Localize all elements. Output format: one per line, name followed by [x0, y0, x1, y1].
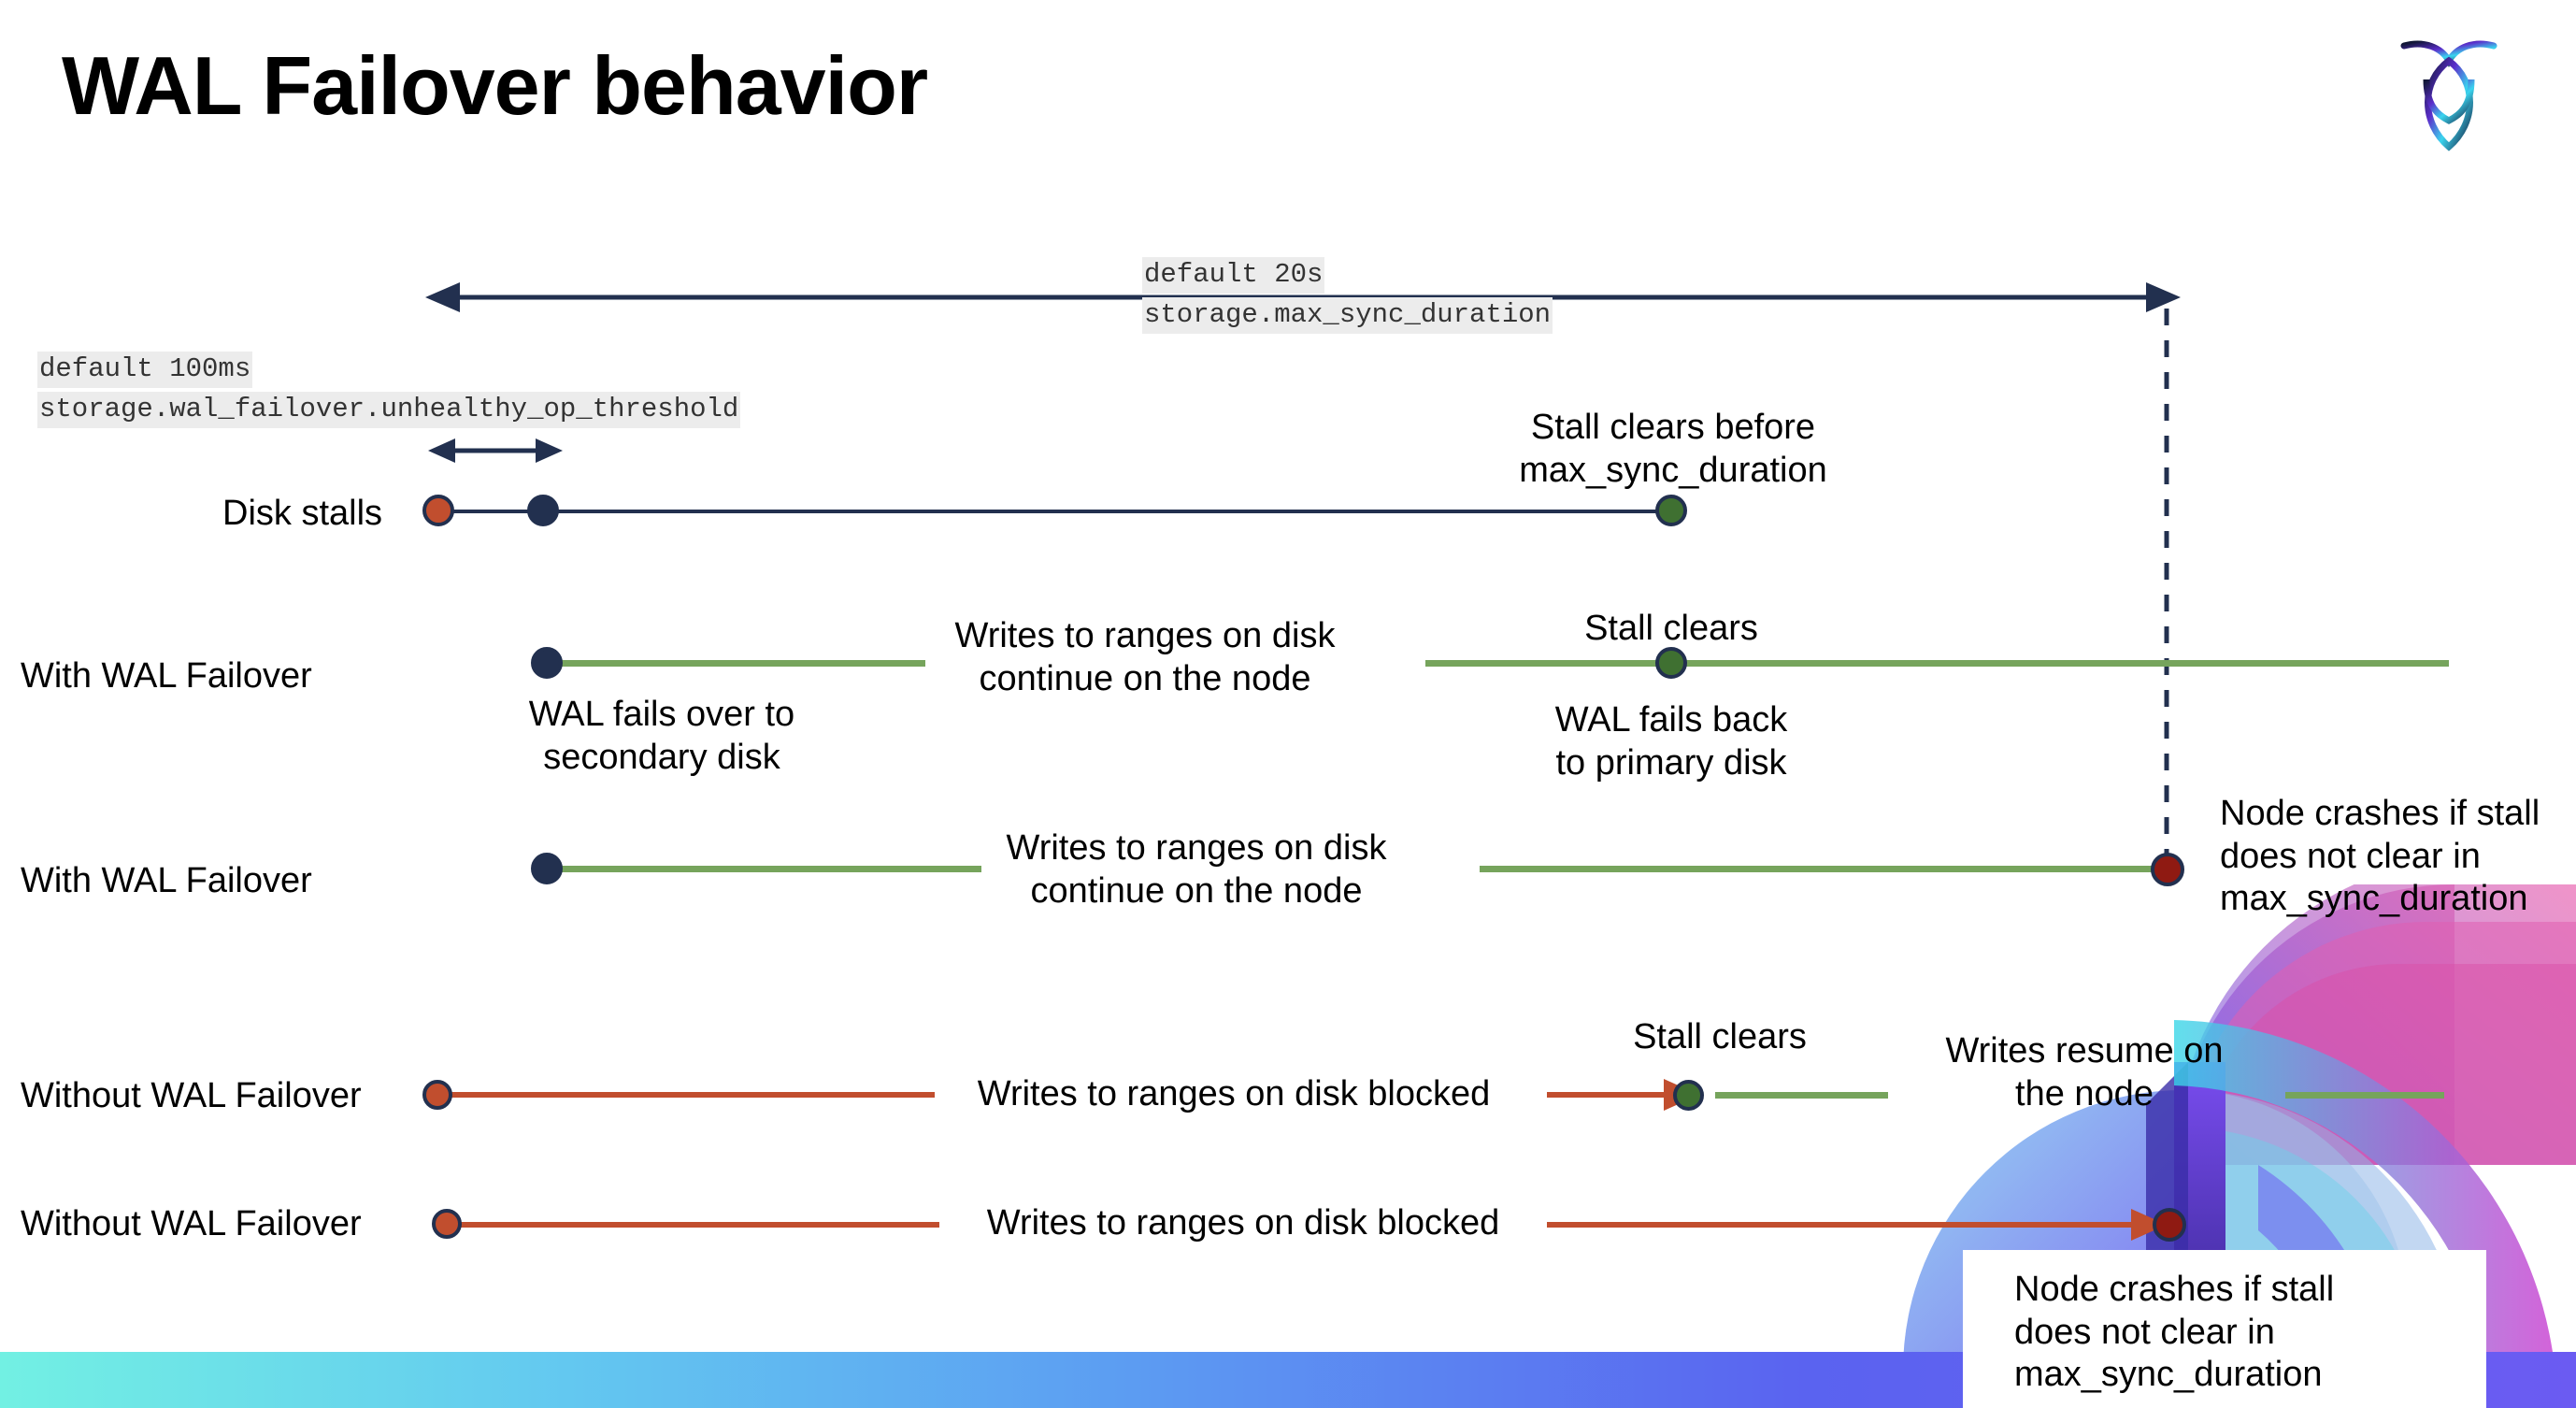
row4-stall-clears-dot	[1673, 1080, 1704, 1111]
node-crashes-2-line2: does not clear in	[2014, 1312, 2275, 1352]
row3-node-crash-dot	[2151, 853, 2184, 886]
unhealthy-op-arrow-head-right	[536, 438, 563, 463]
stall-clears-before-line1: Stall clears before	[1530, 408, 1816, 447]
wal-fails-over-line2: secondary disk	[543, 737, 780, 777]
row5-orange-segment	[449, 1222, 939, 1228]
row4-stall-start-dot	[422, 1080, 452, 1110]
unhealthy-op-default-label: default 100ms	[37, 352, 253, 388]
node-crashes-2-line3: max_sync_duration	[2014, 1355, 2323, 1395]
stall-clears-2-text: Stall clears	[1633, 1017, 1807, 1056]
node-crashes-2-line1: Node crashes if stall	[2014, 1270, 2335, 1309]
unhealthy-op-setting-label: storage.wal_failover.unhealthy_op_thresh…	[37, 392, 741, 428]
row-label-without-wal-failover-1: Without WAL Failover	[21, 1076, 362, 1115]
cockroachdb-logo	[2393, 33, 2505, 154]
stall-clears-1-text: Stall clears	[1584, 609, 1758, 648]
annotation-node-crashes-1: Node crashes if stall does not clear in …	[2220, 793, 2575, 921]
row5-node-crash-dot	[2153, 1208, 2186, 1242]
writes-blocked-2-text: Writes to ranges on disk blocked	[986, 1203, 1500, 1243]
annotation-stall-clears-2: Stall clears	[1580, 1016, 1860, 1059]
node-crashes-1-line3: max_sync_duration	[2220, 879, 2528, 919]
row4-green-segment-1	[1715, 1092, 1888, 1099]
disk-stall-failover-dot	[527, 495, 559, 526]
row2-green-segment-2	[1425, 660, 2449, 667]
annotation-stall-clears-1: Stall clears	[1531, 608, 1811, 651]
row-label-with-wal-failover-1: With WAL Failover	[21, 656, 312, 696]
writes-continue-2-line2: continue on the node	[1030, 870, 1363, 911]
disk-stall-start-dot	[422, 495, 454, 526]
row-label-without-wal-failover-2: Without WAL Failover	[21, 1204, 362, 1243]
unhealthy-op-arrow-head-left	[428, 438, 455, 463]
wal-fails-over-line1: WAL fails over to	[528, 695, 795, 734]
writes-resume-line2: the node	[2015, 1073, 2154, 1113]
stall-clears-before-line2: max_sync_duration	[1519, 450, 1827, 490]
annotation-writes-continue-1: Writes to ranges on disk continue on the…	[935, 615, 1355, 700]
max-sync-arrow-head-right	[2146, 282, 2181, 312]
row2-green-segment-1	[542, 660, 925, 667]
annotation-wal-fails-back: WAL fails back to primary disk	[1522, 699, 1821, 784]
disk-stall-clear-dot	[1655, 495, 1687, 526]
node-crashes-1-line1: Node crashes if stall	[2220, 794, 2540, 833]
row2-failover-dot	[531, 647, 563, 679]
annotation-stall-clears-before: Stall clears before max_sync_duration	[1486, 407, 1860, 492]
annotation-wal-fails-over: WAL fails over to secondary disk	[475, 694, 849, 779]
wal-fails-back-line1: WAL fails back	[1554, 700, 1788, 740]
writes-resume-line1: Writes resume on	[1945, 1031, 2224, 1070]
writes-continue-2-line1: Writes to ranges on disk	[1006, 828, 1387, 868]
row-label-disk-stalls: Disk stalls	[222, 494, 383, 533]
max-sync-setting-label: storage.max_sync_duration	[1142, 297, 1553, 334]
annotation-writes-blocked-1: Writes to ranges on disk blocked	[944, 1073, 1524, 1116]
annotation-writes-continue-2: Writes to ranges on disk continue on the…	[991, 827, 1402, 912]
node-crashes-2-callout-box	[1963, 1250, 2486, 1408]
row4-green-segment-2	[2285, 1092, 2444, 1099]
annotation-writes-resume: Writes resume on the node	[1925, 1030, 2243, 1115]
page-title: WAL Failover behavior	[62, 39, 928, 132]
max-sync-default-label: default 20s	[1142, 257, 1325, 294]
disk-stalls-timeline	[439, 510, 1673, 513]
row5-orange-arrow-head	[2131, 1209, 2167, 1241]
node-crashes-1-line2: does not clear in	[2220, 836, 2481, 876]
wal-fails-back-line2: to primary disk	[1555, 742, 1787, 783]
writes-continue-1-line1: Writes to ranges on disk	[954, 616, 1336, 655]
row3-green-segment-2	[1480, 866, 2168, 872]
row4-orange-segment	[439, 1092, 935, 1098]
row2-stall-clears-dot	[1655, 647, 1687, 679]
writes-blocked-1-text: Writes to ranges on disk blocked	[977, 1074, 1491, 1113]
max-sync-arrow-head-left	[425, 282, 460, 312]
row-label-with-wal-failover-2: With WAL Failover	[21, 861, 312, 900]
annotation-writes-blocked-2: Writes to ranges on disk blocked	[953, 1202, 1533, 1245]
row5-stall-start-dot	[432, 1209, 462, 1239]
annotation-node-crashes-2: Node crashes if stall does not clear in …	[2014, 1269, 2388, 1397]
writes-continue-1-line2: continue on the node	[979, 658, 1311, 698]
row3-failover-dot	[531, 853, 563, 884]
row3-green-segment-1	[542, 866, 981, 872]
